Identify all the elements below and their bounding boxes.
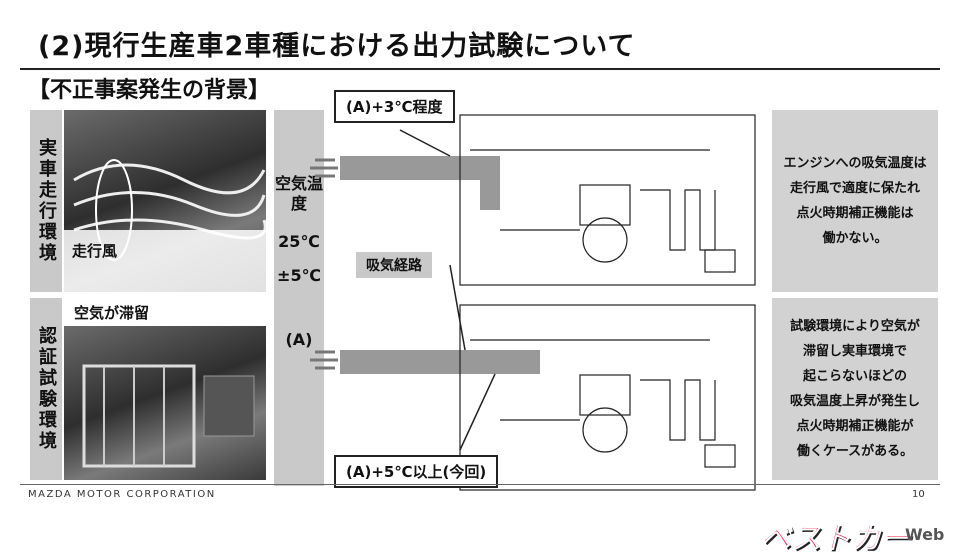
lower-box-line: 滞留し実車環境で (802, 344, 907, 359)
lower-explanation-box: 試験環境により空気が 滞留し実車環境で 起こらないほどの 吸気温度上昇が発生し … (772, 298, 938, 480)
air-temp-label: 空気温度 (274, 174, 323, 213)
lower-box-line: 働くケースがある。 (796, 444, 914, 459)
test-cell-photo (64, 326, 266, 480)
air-temp-column: 空気温度 25℃ ±5℃ (A) (274, 110, 324, 486)
intake-schematic-diagram (310, 114, 756, 491)
lower-box-line: 点火時期補正機能が (796, 419, 914, 434)
stagnant-air-label: 空気が滞留 (74, 304, 150, 322)
page-number: 10 (912, 489, 925, 500)
title-divider (20, 68, 940, 70)
page-title: (2)現行生産車2車種における出力試験について (38, 31, 636, 62)
lower-box-line: 吸気温度上昇が発生し (789, 394, 920, 409)
air-temp-symbol: (A) (285, 330, 313, 349)
cert-env-band: 認証試験環境 (30, 298, 62, 480)
cert-env-label: 認証試験環境 (36, 326, 57, 452)
test-cell-panel: 空気が滞留 (64, 298, 266, 480)
upper-temp-callout: (A)+3℃程度 (334, 90, 455, 123)
upper-box-line: 走行風で適度に保たれ (789, 181, 920, 196)
lower-temp-callout: (A)+5℃以上(今回) (334, 455, 499, 488)
road-env-band: 実車走行環境 (30, 110, 62, 292)
air-temp-value: 25℃ (278, 232, 320, 251)
bestcar-watermark-logo: ベストカー (760, 521, 912, 557)
upper-explanation-box: エンジンへの吸気温度は 走行風で適度に保たれ 点火時期補正機能は 働かない。 (772, 110, 938, 292)
watermark-web: Web (905, 525, 945, 544)
intake-path-label: 吸気経路 (356, 252, 432, 278)
upper-box-line: 点火時期補正機能は (796, 206, 914, 221)
footer-divider (20, 484, 940, 485)
upper-box-line: 働かない。 (822, 231, 888, 246)
upper-box-line: エンジンへの吸気温度は (783, 156, 927, 171)
footer-company: MAZDA MOTOR CORPORATION (28, 489, 216, 500)
lower-box-line: 試験環境により空気が (790, 319, 920, 334)
wind-label: 走行風 (72, 242, 118, 260)
car-front-photo: 走行風 (64, 110, 266, 292)
road-env-label: 実車走行環境 (36, 138, 57, 264)
lower-box-line: 起こらないほどの (802, 369, 907, 384)
wind-lines-graphic (64, 159, 266, 292)
section-heading: 【不正事案発生の背景】 (28, 78, 271, 103)
air-temp-tolerance: ±5℃ (277, 266, 321, 285)
